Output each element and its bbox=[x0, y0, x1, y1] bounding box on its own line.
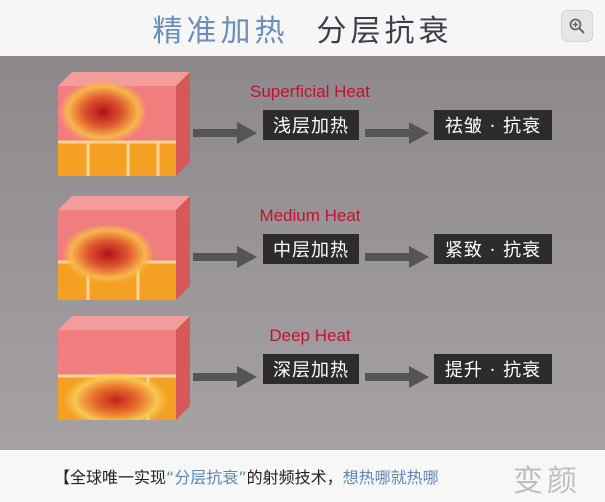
right-arrow-icon bbox=[193, 366, 257, 388]
skin-layer-cube-deep bbox=[58, 316, 190, 420]
right-arrow-icon bbox=[193, 122, 257, 144]
footer-bracket: 【 bbox=[54, 468, 71, 487]
footer-quote: “分层抗衰” bbox=[166, 468, 247, 487]
right-arrow-icon bbox=[365, 366, 429, 388]
heat-label: Superficial Heat bbox=[249, 82, 370, 101]
right-arrow-icon bbox=[365, 122, 429, 144]
zoom-icon bbox=[569, 18, 585, 34]
heating-depth-box: 深层加热 bbox=[263, 354, 359, 384]
heat-label: Medium Heat bbox=[259, 206, 361, 225]
heating-depth-box: 中层加热 bbox=[263, 234, 359, 264]
title-bar: 精准加热 分层抗衰 bbox=[0, 0, 605, 56]
watermark: 变颜 bbox=[513, 464, 581, 499]
heating-depth-box: 浅层加热 bbox=[263, 110, 359, 140]
footer-part3: 想热哪就热哪 bbox=[342, 468, 439, 487]
footer-caption: 【全球唯一实现“分层抗衰”的射频技术，想热哪就热哪 bbox=[0, 450, 605, 502]
effect-box: 紧致 · 抗衰 bbox=[434, 234, 552, 264]
heat-label: Deep Heat bbox=[269, 326, 351, 345]
footer-text: 【全球唯一实现“分层抗衰”的射频技术，想热哪就热哪 bbox=[54, 464, 439, 488]
footer-part2: 的射频技术， bbox=[246, 468, 343, 487]
skin-layer-cube-superficial bbox=[58, 72, 190, 176]
skin-layer-cube-medium bbox=[58, 196, 190, 300]
right-arrow-icon bbox=[365, 246, 429, 268]
heat-row-medium: Medium Heat 中层加热 紧致 · 抗衰 bbox=[0, 196, 605, 306]
footer-part1: 全球唯一实现 bbox=[70, 468, 167, 487]
effect-box: 祛皱 · 抗衰 bbox=[434, 110, 552, 140]
title-right: 分层抗衰 bbox=[316, 14, 453, 49]
heat-row-deep: Deep Heat 深层加热 提升 · 抗衰 bbox=[0, 316, 605, 426]
heat-row-superficial: Superficial Heat 浅层加热 祛皱 · 抗衰 bbox=[0, 72, 605, 182]
zoom-button[interactable] bbox=[561, 10, 593, 42]
right-arrow-icon bbox=[193, 246, 257, 268]
diagram-panel: Superficial Heat 浅层加热 祛皱 · 抗衰 bbox=[0, 56, 605, 450]
title-left: 精准加热 bbox=[152, 14, 289, 49]
effect-box: 提升 · 抗衰 bbox=[434, 354, 552, 384]
